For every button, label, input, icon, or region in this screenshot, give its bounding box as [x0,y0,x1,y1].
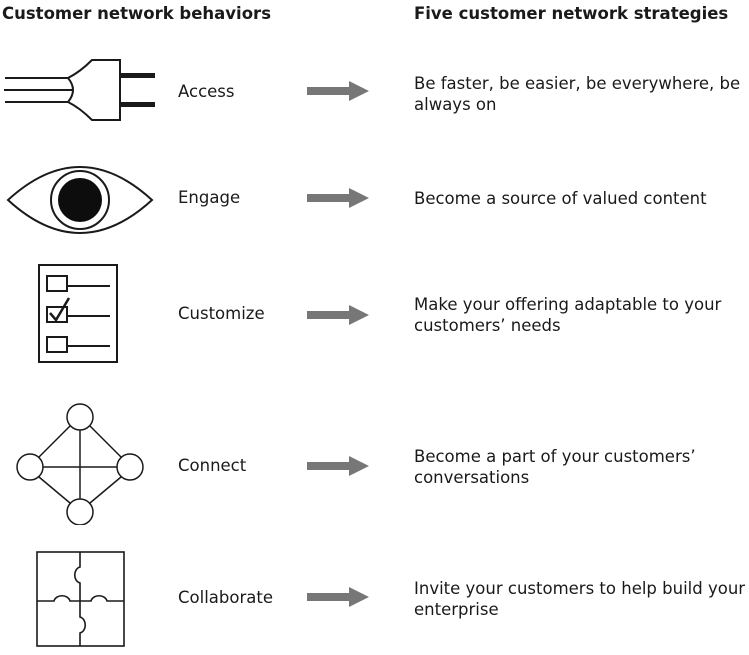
behaviors-header: Customer network behaviors [2,4,272,23]
strategies-header: Five customer network strategies [414,4,729,23]
eye-icon [6,166,154,234]
row-collaborate: Collaborate Invite your customers to hel… [0,550,749,655]
strategy-text: Make your offering adaptable to your cus… [414,295,722,335]
arrow-icon [307,587,369,607]
strategy-text: Become a part of your customers’ convers… [414,447,696,487]
strategy-text: Be faster, be easier, be everywhere, be … [414,74,741,114]
row-access: Access Be faster, be easier, be everywhe… [0,40,749,140]
puzzle-icon [36,551,125,647]
row-customize: Customize Make your offering adaptable t… [0,262,749,372]
behavior-label: Collaborate [178,588,273,607]
behavior-label: Customize [178,304,265,323]
strategy-text: Become a source of valued content [414,189,707,208]
network-icon [16,403,144,525]
checklist-icon [38,264,118,363]
strategy-text: Invite your customers to help build your… [414,579,746,619]
row-connect: Connect Become a part of your customers’… [0,400,749,530]
arrow-icon [307,305,369,325]
behavior-label: Connect [178,456,247,475]
behavior-label: Engage [178,188,241,207]
row-engage: Engage Become a source of valued content [0,150,749,250]
plug-icon [4,59,155,121]
arrow-icon [307,81,369,101]
behavior-label: Access [178,82,235,101]
arrow-icon [307,456,369,476]
arrow-icon [307,188,369,208]
